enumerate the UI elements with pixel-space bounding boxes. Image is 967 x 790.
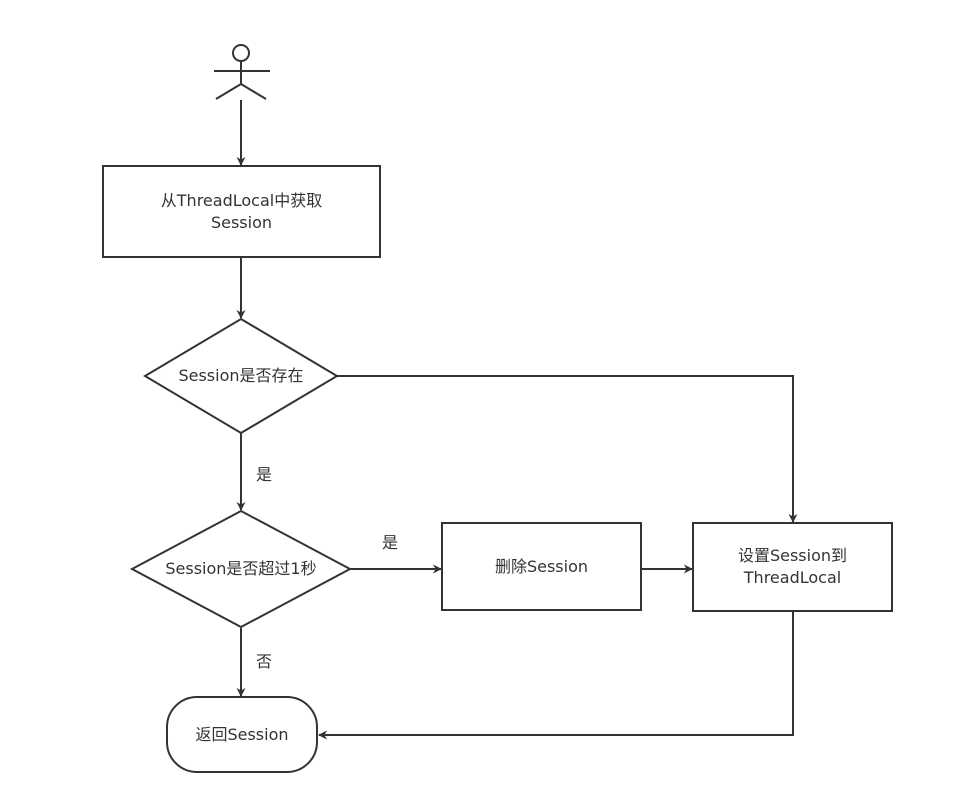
edge-set-to-return [318, 612, 794, 740]
session-exists-decision [143, 317, 339, 435]
session-over-1s-text: Session是否超过1秒 [165, 559, 317, 578]
delete-session-label: 删除Session [442, 523, 641, 610]
stick-figure-actor-icon [214, 44, 270, 100]
get-session-label-line1: 从ThreadLocal中获取 [160, 190, 323, 210]
edge-label-over-yes: 是 [382, 533, 399, 552]
session-over-1s-decision [129, 509, 353, 629]
edge-label-over-no: 否 [256, 652, 273, 671]
delete-session-box [441, 522, 642, 611]
delete-session-text: 删除Session [494, 556, 589, 576]
session-over-1s-label: Session是否超过1秒 [132, 555, 350, 583]
set-session-box [692, 522, 893, 612]
get-session-label-line2: Session [210, 212, 273, 232]
return-session-text: 返回Session [195, 724, 289, 744]
set-session-label-line1: 设置Session到 [737, 546, 848, 565]
return-session-terminator [166, 696, 318, 773]
get-session-box [102, 165, 381, 258]
edge-label-exists-yes: 是 [256, 465, 273, 484]
session-exists-text: Session是否存在 [178, 366, 304, 385]
return-session-label: 返回Session [167, 697, 317, 772]
get-session-label: 从ThreadLocal中获取 Session [103, 166, 380, 257]
set-session-label-line2: ThreadLocal [743, 568, 842, 587]
set-session-label: 设置Session到 ThreadLocal [693, 523, 892, 611]
edge-exists-no-to-set [337, 375, 798, 523]
session-exists-label: Session是否存在 [145, 362, 337, 390]
